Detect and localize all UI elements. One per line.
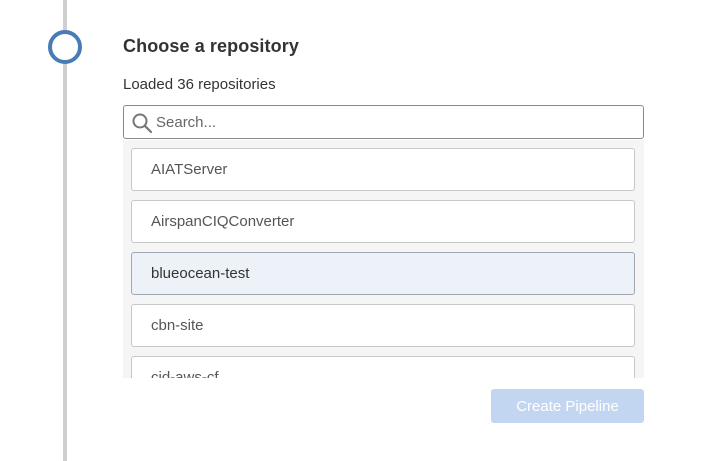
repository-item[interactable]: blueocean-test xyxy=(131,252,635,295)
create-pipeline-button[interactable]: Create Pipeline xyxy=(491,389,644,423)
repository-item[interactable]: AIATServer xyxy=(131,148,635,191)
search-box[interactable] xyxy=(123,105,644,139)
repository-item[interactable]: AirspanCIQConverter xyxy=(131,200,635,243)
step-circle-icon xyxy=(48,30,82,64)
step-title: Choose a repository xyxy=(123,36,299,56)
load-status: Loaded 36 repositories xyxy=(123,76,276,93)
search-icon xyxy=(132,113,153,134)
repository-item[interactable]: cbn-site xyxy=(131,304,635,347)
progress-rail xyxy=(63,0,67,461)
repository-item[interactable]: cid-aws-cf xyxy=(131,356,635,378)
search-input[interactable] xyxy=(156,107,636,137)
